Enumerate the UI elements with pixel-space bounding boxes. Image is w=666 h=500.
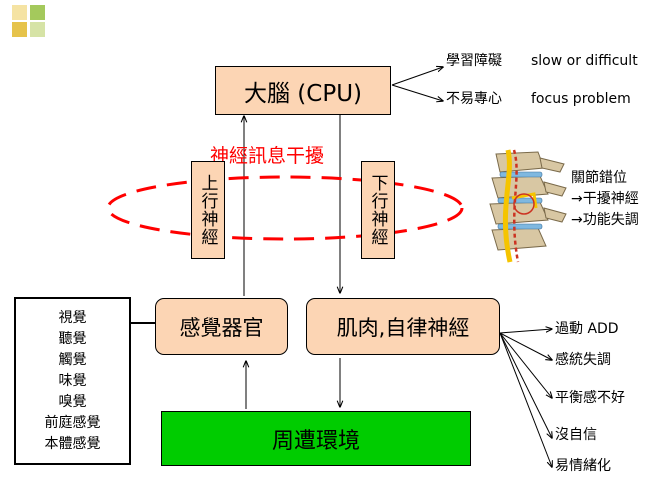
- effect-arrow: [499, 332, 552, 467]
- brain-output-zh: 學習障礙: [446, 53, 502, 69]
- sense-item: 聽覺: [58, 330, 87, 347]
- spine-line-2: →干擾神經: [571, 191, 639, 207]
- brain-output-arrow: [391, 84, 443, 101]
- sense-item: 本體感覺: [44, 435, 101, 452]
- afferent-nerve-label: 上行神經: [197, 174, 218, 246]
- spine-icon: [489, 149, 567, 263]
- sense-organs-label: 感覺器官: [179, 315, 264, 340]
- environment-label: 周遭環境: [271, 428, 360, 454]
- brain-output-en: slow or difficult: [531, 53, 638, 69]
- sense-item: 嗅覺: [58, 393, 87, 410]
- sense-organs-box: 感覺器官: [155, 298, 288, 355]
- muscles-box: 肌肉,自律神經: [306, 298, 500, 355]
- decor-square: [12, 5, 27, 20]
- sense-item: 前庭感覺: [44, 414, 101, 431]
- afferent-nerve-box: 上行神經: [191, 161, 225, 259]
- spine-line-1: 關節錯位: [571, 170, 627, 186]
- effect-arrow: [499, 332, 552, 398]
- muscles-label: 肌肉,自律神經: [336, 315, 470, 340]
- effect-arrow: [499, 332, 552, 438]
- decor-square: [30, 5, 45, 20]
- efferent-nerve-box: 下行神經: [361, 161, 395, 259]
- effect-item: 過動 ADD: [555, 321, 619, 337]
- effect-arrow: [499, 329, 552, 334]
- brain-output-zh: 不易專心: [446, 91, 502, 107]
- effect-item: 易情緒化: [555, 458, 611, 474]
- decor-square: [12, 22, 27, 37]
- sense-item: 味覺: [58, 372, 87, 389]
- effect-arrow: [499, 332, 552, 360]
- effect-item: 感統失調: [555, 352, 611, 368]
- effect-item: 沒自信: [555, 427, 597, 443]
- efferent-nerve-label: 下行神經: [367, 174, 388, 246]
- brain-label: 大腦 (CPU): [243, 80, 363, 107]
- brain-output-arrow: [391, 67, 443, 86]
- brain-box: 大腦 (CPU): [215, 66, 391, 115]
- environment-box: 周遭環境: [161, 411, 471, 466]
- interference-ellipse: [106, 175, 464, 241]
- interference-label: 神經訊息干擾: [210, 145, 325, 167]
- decor-square: [30, 22, 45, 37]
- senses-list: 視覺 聽覺 觸覺 味覺 嗅覺 前庭感覺 本體感覺: [14, 297, 131, 465]
- sense-item: 視覺: [58, 309, 87, 326]
- sense-item: 觸覺: [58, 351, 87, 368]
- brain-output-en: focus problem: [531, 91, 631, 107]
- spine-line-3: →功能失調: [571, 212, 639, 228]
- effect-item: 平衡感不好: [555, 390, 625, 406]
